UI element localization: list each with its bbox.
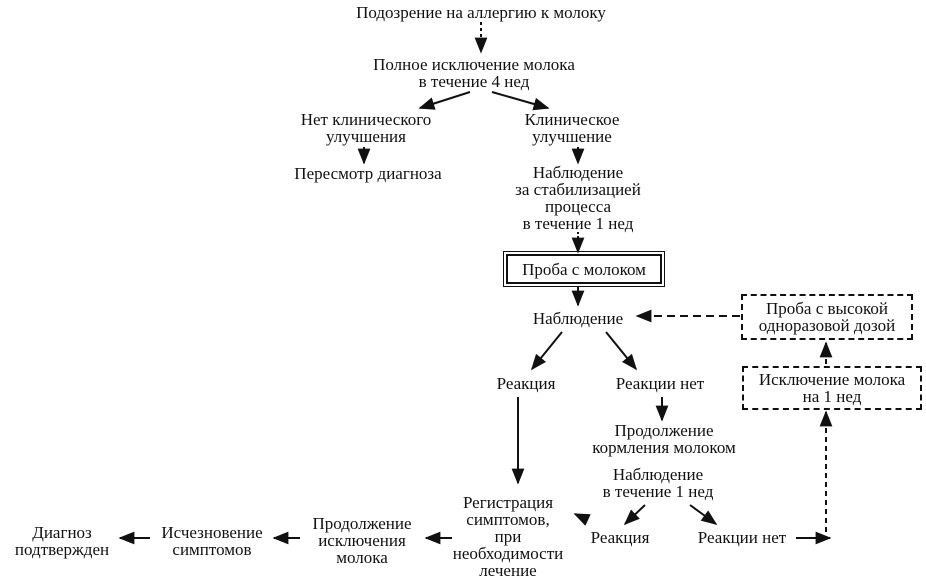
- node-reaction-1: Реакция: [497, 375, 556, 392]
- node-revise-diagnosis: Пересмотр диагноза: [294, 165, 441, 182]
- arrow-observation2-to-no-reaction2: [689, 504, 718, 525]
- node-improvement: Клиническое улучшение: [525, 111, 620, 145]
- node-suspicion: Подозрение на аллергию к молоку: [356, 4, 606, 21]
- node-observation-1: Наблюдение: [533, 310, 623, 327]
- box-milk-test: Проба с молоком: [503, 251, 665, 287]
- node-register-line4: необходимости: [452, 544, 564, 563]
- box-exclusion-1wk-line1: Исключение молока: [758, 370, 906, 389]
- node-register-line5: лечение: [479, 561, 537, 580]
- node-observation-2-line1: Наблюдение: [612, 465, 704, 484]
- box-exclusion-1wk-line2: на 1 нед: [802, 387, 862, 406]
- node-revise-diagnosis-text: Пересмотр диагноза: [294, 164, 442, 183]
- node-symptoms-gone-line1: Исчезновение: [161, 523, 263, 542]
- arrow-exclusion-to-improvement: [491, 91, 550, 111]
- node-register-line2: симптомов,: [466, 510, 550, 529]
- node-stabilization-line4: в течение 1 нед: [522, 214, 634, 233]
- node-register-line1: Регистрация: [462, 493, 554, 512]
- node-diagnosis-confirmed: Диагноз подтвержден: [15, 524, 109, 558]
- arrow-observation2-to-reaction2: [623, 504, 646, 526]
- node-continue-exclusion-line2: исключения: [318, 531, 406, 550]
- node-continue-exclusion-line3: молока: [336, 548, 388, 567]
- node-suspicion-text: Подозрение на аллергию к молоку: [356, 3, 606, 22]
- node-full-exclusion: Полное исключение молока в течение 4 нед: [373, 56, 575, 90]
- node-full-exclusion-line2: в течение 4 нед: [418, 72, 530, 91]
- arrow-observation-to-no-reaction: [605, 331, 638, 371]
- node-stabilization-line1: Наблюдение: [532, 163, 624, 182]
- node-continue-feeding: Продолжение кормления молоком: [592, 422, 736, 456]
- node-stabilization-line3: процесса: [544, 197, 612, 216]
- node-observation-2: Наблюдение в течение 1 нед: [603, 466, 714, 500]
- node-no-improvement-line1: Нет клинического: [300, 110, 432, 129]
- arrow-exclusion-to-no-improvement: [418, 91, 471, 110]
- node-register-line3: при: [494, 527, 522, 546]
- node-full-exclusion-line1: Полное исключение молока: [373, 55, 575, 74]
- node-improvement-line1: Клиническое: [524, 110, 620, 129]
- node-continue-exclusion-line1: Продолжение: [312, 514, 412, 533]
- node-continue-exclusion: Продолжение исключения молока: [312, 515, 411, 566]
- box-high-dose-line2: одноразовой дозой: [758, 316, 896, 335]
- node-diagnosis-confirmed-line2: подтвержден: [14, 540, 110, 559]
- node-no-improvement-line2: улучшения: [326, 127, 406, 146]
- node-no-reaction-2-text: Реакции нет: [697, 528, 787, 547]
- node-diagnosis-confirmed-line1: Диагноз: [32, 523, 92, 542]
- node-continue-feeding-line2: кормления молоком: [592, 438, 736, 457]
- node-reaction-2-text: Реакция: [590, 528, 650, 547]
- node-symptoms-gone: Исчезновение симптомов: [161, 524, 262, 558]
- node-register-symptoms: Регистрация симптомов, при необходимости…: [453, 494, 564, 579]
- node-stabilization-observation: Наблюдение за стабилизацией процесса в т…: [515, 164, 641, 232]
- node-no-improvement: Нет клинического улучшения: [301, 111, 432, 145]
- node-continue-feeding-line1: Продолжение: [614, 421, 714, 440]
- box-high-dose-line1: Проба с высокой: [765, 299, 888, 318]
- node-no-reaction-1: Реакции нет: [616, 375, 704, 392]
- node-reaction-1-text: Реакция: [496, 374, 556, 393]
- arrow-reaction2-to-registration: [573, 513, 591, 526]
- node-improvement-line2: улучшение: [532, 127, 612, 146]
- box-milk-test-text: Проба с молоком: [522, 259, 646, 279]
- arrow-observation-to-reaction: [530, 331, 563, 371]
- node-no-reaction-1-text: Реакции нет: [615, 374, 705, 393]
- node-symptoms-gone-line2: симптомов: [172, 540, 252, 559]
- node-stabilization-line2: за стабилизацией: [515, 180, 641, 199]
- box-high-dose-test: Проба с высокой одноразовой дозой: [741, 294, 913, 340]
- node-observation-2-line2: в течение 1 нед: [602, 482, 714, 501]
- node-reaction-2: Реакция: [591, 529, 650, 546]
- node-no-reaction-2: Реакции нет: [698, 529, 786, 546]
- box-exclusion-1wk: Исключение молока на 1 нед: [742, 366, 922, 410]
- node-observation-1-text: Наблюдение: [532, 309, 624, 328]
